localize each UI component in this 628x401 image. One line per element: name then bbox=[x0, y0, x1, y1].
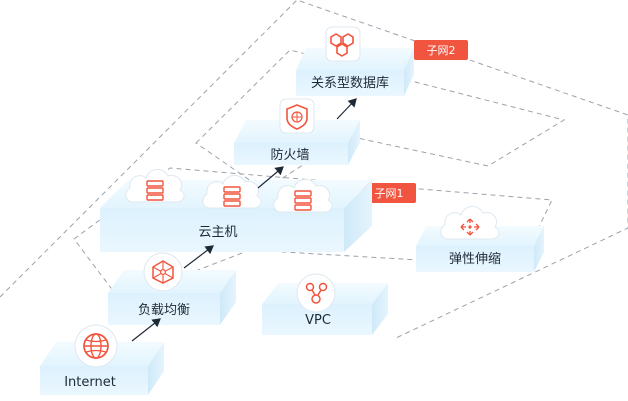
arrow-lb-to-host bbox=[183, 245, 214, 269]
server-icon bbox=[125, 168, 185, 203]
internet-node[interactable]: Internet bbox=[40, 324, 164, 395]
vpc-icon bbox=[296, 273, 336, 313]
database-icon bbox=[325, 26, 361, 62]
elastic-scaling-label: 弹性伸缩 bbox=[449, 251, 501, 267]
subnet2-label: 子网2 bbox=[427, 44, 456, 57]
load-balancer-node[interactable]: 负载均衡 bbox=[108, 252, 236, 325]
globe-icon bbox=[74, 324, 118, 368]
vpc-region-outline bbox=[0, 0, 628, 339]
firewall-label: 防火墙 bbox=[270, 147, 309, 163]
cloud-host-label: 云主机 bbox=[198, 225, 237, 240]
subnet1-tag: 子网1 bbox=[362, 183, 416, 203]
internet-label: Internet bbox=[64, 375, 116, 390]
server-icon bbox=[273, 178, 333, 213]
database-label: 关系型数据库 bbox=[311, 75, 389, 91]
arrow-internet-to-lb bbox=[131, 318, 161, 342]
vpc-node[interactable]: VPC bbox=[262, 273, 388, 335]
firewall-icon bbox=[279, 98, 315, 134]
elastic-scaling-node[interactable]: 弹性伸缩 bbox=[416, 205, 544, 272]
vpc-label: VPC bbox=[305, 313, 331, 328]
arrow-host-to-firewall bbox=[257, 166, 284, 189]
load-balancer-icon bbox=[143, 252, 183, 292]
cloud-host-node[interactable]: 云主机 bbox=[100, 168, 372, 252]
firewall-node[interactable]: 防火墙 bbox=[234, 98, 360, 165]
elastic-scaling-icon bbox=[440, 205, 500, 240]
subnet2-tag: 子网2 bbox=[414, 40, 468, 60]
arrow-firewall-to-db bbox=[336, 98, 357, 120]
database-node[interactable]: 关系型数据库 bbox=[296, 26, 414, 96]
subnet1-label: 子网1 bbox=[375, 187, 404, 200]
load-balancer-label: 负载均衡 bbox=[138, 303, 190, 318]
server-icon bbox=[202, 174, 262, 209]
